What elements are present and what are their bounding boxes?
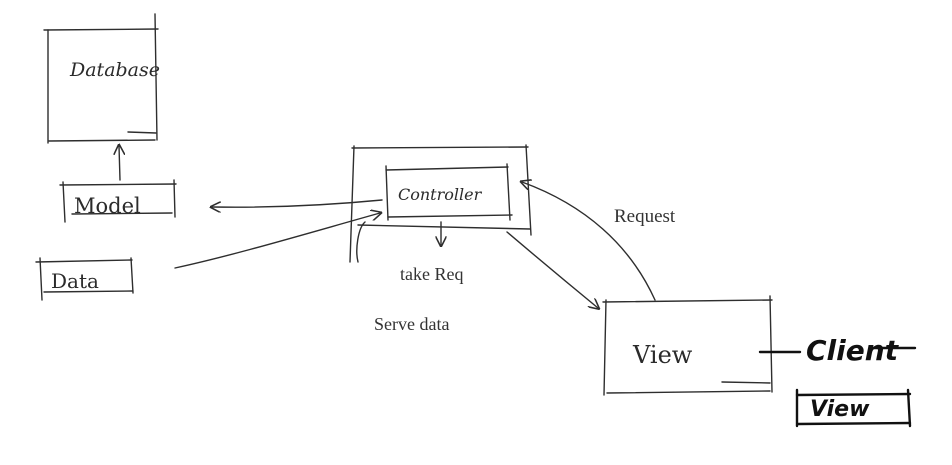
- model-to-database-arrow: [119, 146, 120, 181]
- take-req-annotation: take Req: [400, 264, 463, 284]
- client-view-node: View: [795, 388, 912, 428]
- model-label: Model: [74, 194, 141, 218]
- serve-data-annotation: Serve data: [374, 314, 449, 334]
- request-annotation: Request: [614, 206, 676, 227]
- database-node: Database: [43, 13, 160, 144]
- data-label: Data: [51, 269, 99, 293]
- view-to-controller-arrow: [522, 182, 656, 301]
- data-node: Data: [35, 257, 134, 301]
- data-to-controller-arrow: [174, 213, 380, 269]
- client-view-label: View: [810, 397, 870, 422]
- controller-label: Controller: [398, 185, 483, 204]
- view-label: View: [632, 341, 693, 369]
- client-label: Client: [806, 334, 900, 367]
- model-node: Model: [59, 179, 177, 223]
- controller-to-model-arrow: [212, 199, 383, 207]
- database-label: Database: [69, 59, 160, 81]
- controller-to-view-arrow: [506, 231, 598, 308]
- controller-node: Controller: [349, 144, 532, 263]
- view-node: View: [602, 295, 773, 396]
